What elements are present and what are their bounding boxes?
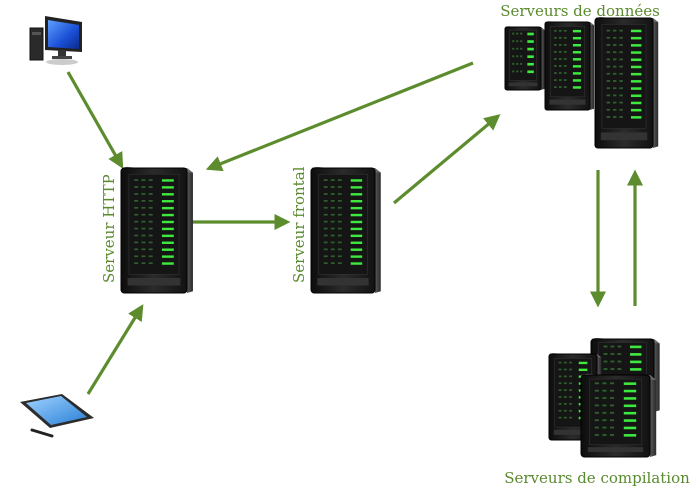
tablet-icon [20, 394, 94, 438]
arrow-data-to-http [205, 61, 474, 172]
http-server-label: Serveur HTTP [100, 174, 118, 283]
data-server-icon [594, 16, 659, 149]
arrow-frontend-to-data [392, 114, 501, 205]
frontend-server-icon [310, 166, 381, 294]
http-server-icon [120, 166, 193, 294]
servers [120, 16, 660, 458]
data-server-icon [544, 21, 595, 111]
data-servers-label: Serveurs de données [500, 2, 660, 20]
frontend-server-label: Serveur frontal [290, 166, 308, 283]
arrow-tablet-to-http [86, 304, 144, 395]
desktop-computer-icon [29, 16, 82, 65]
build-servers-label: Serveurs de compilation [504, 469, 690, 487]
data-server-icon [504, 26, 545, 91]
build-server-icon [580, 373, 657, 458]
arrows [66, 61, 643, 395]
arrow-desktop-to-http [66, 71, 124, 169]
